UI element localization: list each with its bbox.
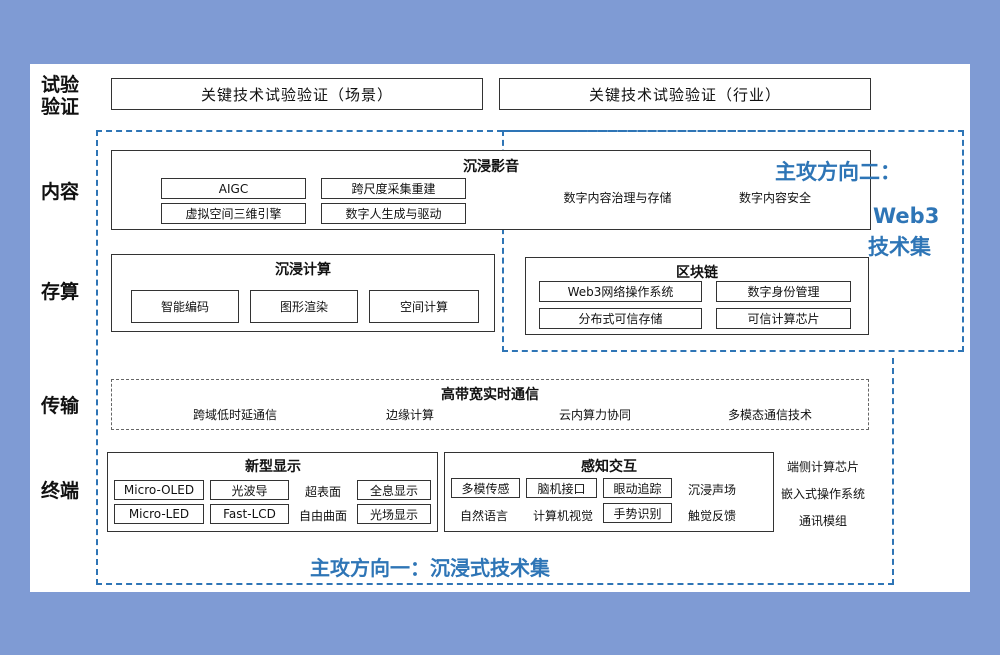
blockchain-title: 区块链: [676, 265, 718, 281]
row-label-transmission: 传输: [40, 395, 79, 417]
blockchain-item-chip: 可信计算芯片: [716, 308, 851, 329]
direction-one-region: [96, 130, 894, 585]
display-item-freeform: 自由曲面: [298, 509, 347, 523]
new-display-title: 新型显示: [245, 459, 301, 475]
row-label-terminal: 终端: [40, 480, 79, 502]
perception-item-eye-tracking: 眼动追踪: [603, 478, 672, 498]
terminal-item-comm-module: 通讯模组: [798, 514, 847, 528]
communication-title: 高带宽实时通信: [441, 387, 539, 403]
comm-item-cross-domain: 跨域低时延通信: [192, 408, 277, 422]
compute-item-spatial: 空间计算: [369, 290, 479, 323]
media-item-aigc: AIGC: [161, 178, 306, 199]
media-item-content-governance: 数字内容治理与存储: [563, 191, 672, 205]
perception-item-bci: 脑机接口: [526, 478, 597, 498]
terminal-item-embedded-os: 嵌入式操作系统: [780, 487, 865, 501]
compute-item-encoding: 智能编码: [131, 290, 239, 323]
display-item-light-field: 光场显示: [357, 504, 431, 524]
display-item-micro-oled: Micro-OLED: [114, 480, 204, 500]
direction-two-label-line2: Web3: [873, 204, 940, 228]
immersive-compute-title: 沉浸计算: [275, 262, 331, 278]
comm-item-multimodal: 多模态通信技术: [727, 408, 812, 422]
media-item-content-security: 数字内容安全: [738, 191, 811, 205]
perception-item-sound-field: 沉浸声场: [687, 483, 736, 497]
immersive-media-title: 沉浸影音: [463, 159, 519, 175]
direction-two-label-line3: 技术集: [868, 235, 931, 259]
direction-two-label-line1: 主攻方向二：: [775, 160, 901, 184]
comm-item-cloud: 云内算力协同: [558, 408, 631, 422]
blockchain-item-identity: 数字身份管理: [716, 281, 851, 302]
display-item-waveguide: 光波导: [210, 480, 289, 500]
direction-one-region-right: [892, 358, 894, 585]
row-label-content: 内容: [40, 181, 79, 203]
direction-two-region: [502, 130, 964, 352]
display-item-metasurface: 超表面: [304, 485, 341, 499]
display-item-micro-led: Micro-LED: [114, 504, 204, 524]
direction-one-region-bottom: [96, 583, 894, 585]
display-item-fast-lcd: Fast-LCD: [210, 504, 289, 524]
terminal-item-chip: 端侧计算芯片: [786, 460, 859, 474]
verification-scene-box: 关键技术试验验证（场景）: [111, 78, 483, 110]
media-item-reconstruction: 跨尺度采集重建: [321, 178, 466, 199]
row-label-verification: 试验 验证: [40, 74, 79, 118]
media-item-digital-human: 数字人生成与驱动: [321, 203, 466, 224]
perception-item-haptic: 触觉反馈: [687, 509, 736, 523]
perception-item-gesture: 手势识别: [603, 503, 672, 523]
display-item-holographic: 全息显示: [357, 480, 431, 500]
direction-one-label: 主攻方向一：沉浸式技术集: [310, 556, 550, 580]
communication-box: [111, 379, 869, 430]
blockchain-item-web3-os: Web3网络操作系统: [539, 281, 702, 302]
comm-item-edge: 边缘计算: [385, 408, 434, 422]
diagram-canvas: 试验 验证 内容 存算 传输 终端 关键技术试验验证（场景） 关键技术试验验证（…: [30, 64, 970, 592]
perception-title: 感知交互: [581, 459, 637, 475]
verification-industry-box: 关键技术试验验证（行业）: [499, 78, 871, 110]
blockchain-item-storage: 分布式可信存储: [539, 308, 702, 329]
compute-item-rendering: 图形渲染: [250, 290, 358, 323]
perception-item-computer-vision: 计算机视觉: [532, 509, 593, 523]
media-item-3d-engine: 虚拟空间三维引擎: [161, 203, 306, 224]
row-label-storage: 存算: [40, 281, 79, 303]
perception-item-natural-language: 自然语言: [459, 509, 508, 523]
perception-item-sensing: 多模传感: [451, 478, 520, 498]
